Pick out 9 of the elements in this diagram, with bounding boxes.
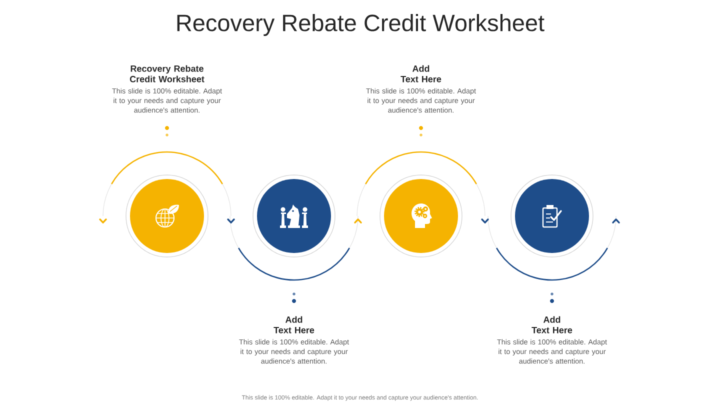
icon-circle [126,174,208,258]
heading-text: Add Text Here [532,316,572,334]
heading-text: Add Text Here [274,316,314,334]
heading-text: Add Text Here [400,65,442,82]
icon-circle [380,174,462,258]
icon-circle [510,174,594,258]
title: Recovery Rebate Credit Worksheet [177,14,544,36]
heading-text: Recovery Rebate Credit Worksheet [130,65,204,82]
icon-circle [252,174,336,258]
